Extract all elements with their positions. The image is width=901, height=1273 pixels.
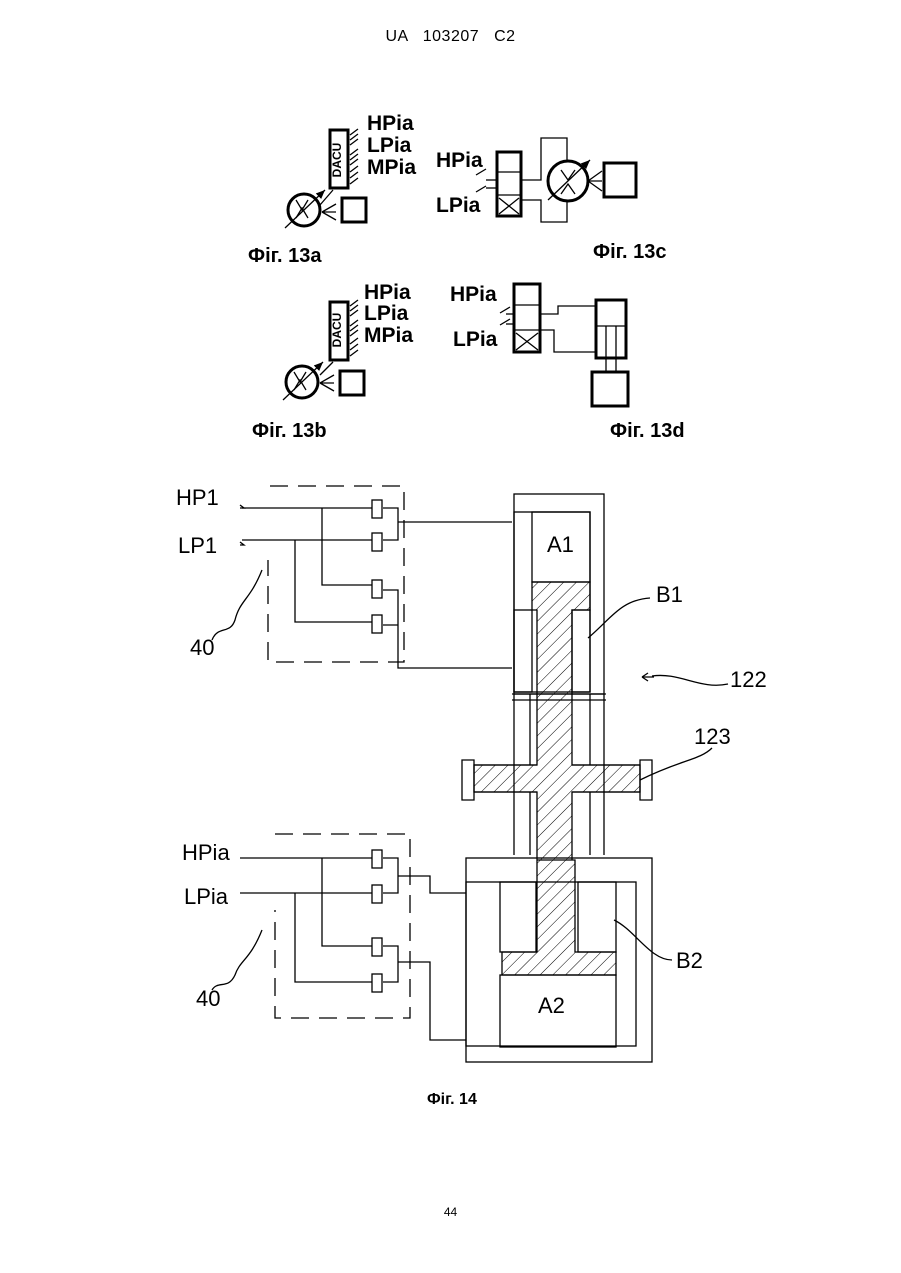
fig13d-hpia-label: HPia [450,283,497,306]
chamber-b2 [578,882,616,952]
fig13d-caption: Фіг. 13d [610,420,685,442]
fig13a-mpia-label: MPia [367,156,416,179]
control-box-top [268,486,404,662]
page-number: 44 [0,1205,901,1219]
fig13a-lpia-label: LPia [367,134,412,157]
ref-40-bottom: 40 [196,986,220,1011]
dacu-label: DACU [330,313,344,348]
figure-13b: DACU HPia LPia MPia Фіг. 13b [252,281,413,442]
ref-122: 122 [730,667,767,692]
ref-40-top: 40 [190,635,214,660]
motor-box [340,371,364,395]
cylinder [596,300,626,358]
hp1-label: HP1 [176,485,219,510]
valves-bottom [372,850,382,992]
piston-hatched [474,582,640,975]
hpia-label: HPia [182,840,230,865]
fig13b-lpia-label: LPia [364,302,409,325]
figure-13c: HPia LPia Фіг. 13c [436,138,666,263]
figure-13a: DACU HPia LPia MPia Фіг. 13a [248,112,416,267]
ref-123: 123 [694,724,731,749]
fig13c-lpia-label: LPia [436,194,481,217]
valve-symbols [350,129,358,184]
label-a2: A2 [538,993,565,1018]
motor-box [342,198,366,222]
fig13c-hpia-label: HPia [436,149,483,172]
fig13b-caption: Фіг. 13b [252,420,327,442]
label-b2: B2 [676,948,703,973]
lp1-label: LP1 [178,533,217,558]
valves-top [372,500,382,633]
fig13b-mpia-label: MPia [364,324,413,347]
motor-box [604,163,636,197]
figure-13d: HPia LPia Фіг. 13d [450,283,685,442]
fig13c-caption: Фіг. 13c [593,241,666,263]
lpia-label: LPia [184,884,229,909]
fig13b-hpia-label: HPia [364,281,411,304]
fig14-caption: Фіг. 14 [427,1091,477,1108]
label-b1: B1 [656,582,683,607]
fig13a-caption: Фіг. 13a [248,245,322,267]
dacu-label: DACU [330,143,344,178]
label-a1: A1 [547,532,574,557]
load-box [592,372,628,406]
figure-14: HP1 LP1 40 HPia LPia 40 A1 [176,485,767,1108]
fig13d-lpia-label: LPia [453,328,498,351]
fig13a-hpia-label: HPia [367,112,414,135]
